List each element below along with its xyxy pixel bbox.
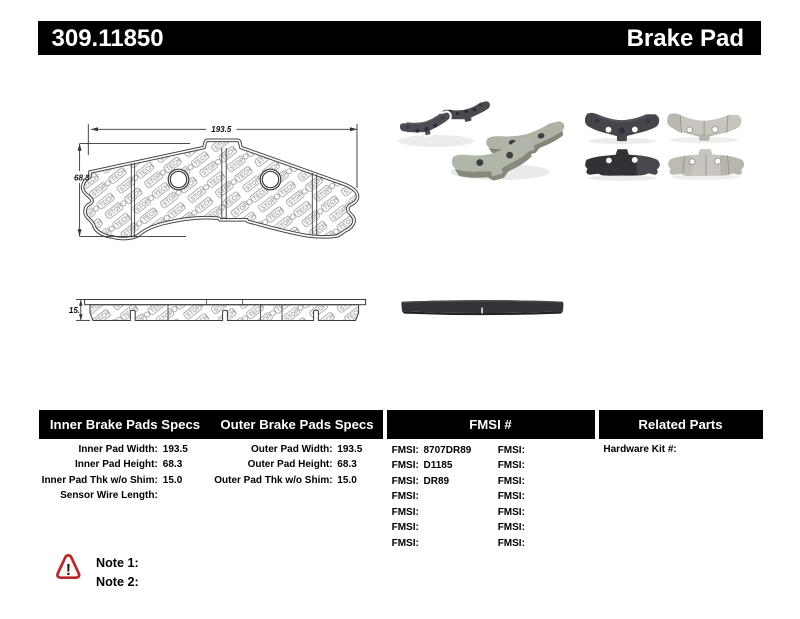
svg-text:193.5: 193.5 (211, 125, 232, 134)
svg-text:15.: 15. (69, 306, 80, 315)
svg-text:!: ! (66, 562, 71, 579)
svg-text:68.3: 68.3 (74, 173, 90, 182)
